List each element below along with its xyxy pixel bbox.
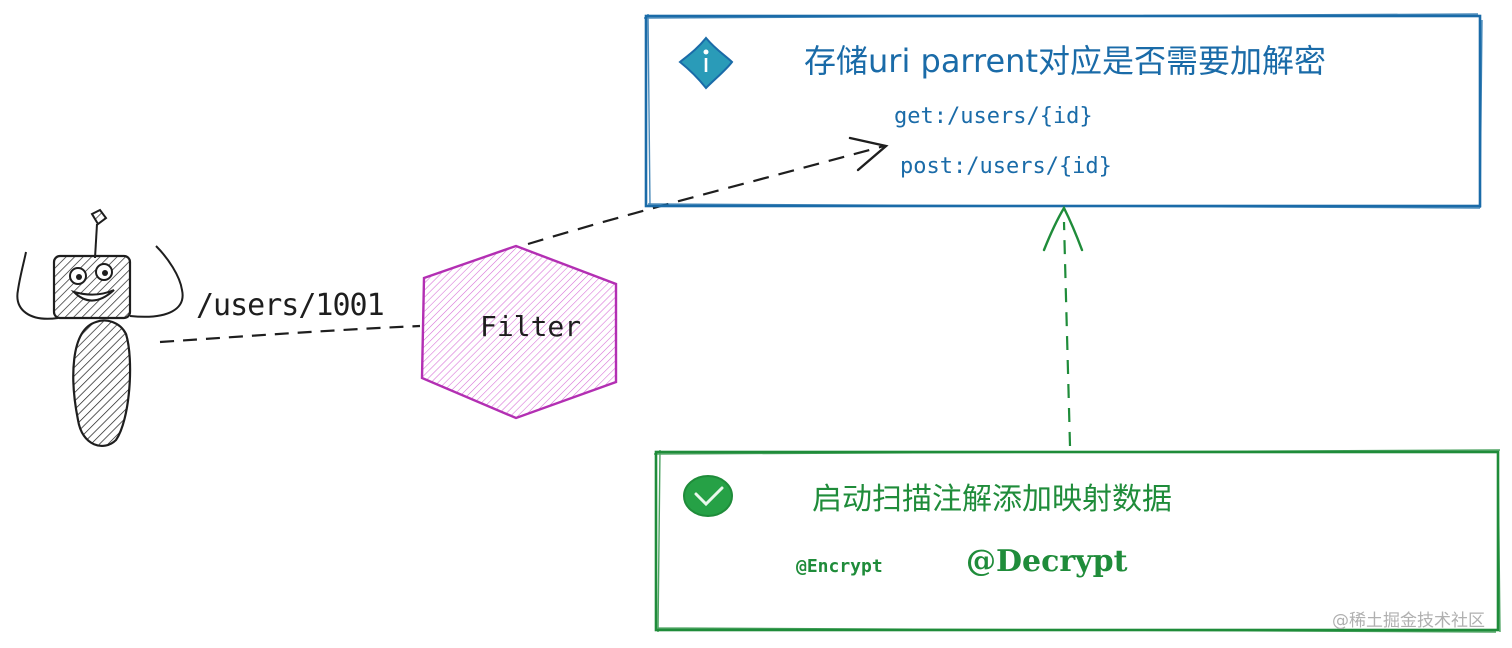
green-arrow-head-icon <box>1042 205 1084 252</box>
startup-box-title: 启动扫描注解添加映射数据 <box>812 482 1172 517</box>
request-path-label: /users/1001 <box>196 288 385 323</box>
storage-item: post:/users/{id} <box>900 154 1112 179</box>
filter-to-storage-arrow <box>527 144 885 246</box>
encrypt-annotation: @Encrypt <box>796 556 883 577</box>
startup-to-storage-arrow <box>1062 221 1072 447</box>
startup-box <box>653 449 1501 633</box>
filter-hexagon <box>420 244 618 420</box>
request-arrow-line <box>159 324 421 344</box>
arrow-head-icon <box>848 136 889 172</box>
filter-label: Filter <box>480 310 582 343</box>
decrypt-annotation: @Decrypt <box>966 544 1128 579</box>
storage-item: get:/users/{id} <box>894 104 1093 129</box>
storage-box <box>643 13 1483 209</box>
watermark: @稀土掘金技术社区 <box>1332 611 1485 631</box>
info-icon <box>678 36 734 90</box>
storage-box-title: 存储uri parrent对应是否需要加解密 <box>804 42 1326 80</box>
robot-user-icon <box>16 208 184 448</box>
check-icon <box>683 475 733 517</box>
